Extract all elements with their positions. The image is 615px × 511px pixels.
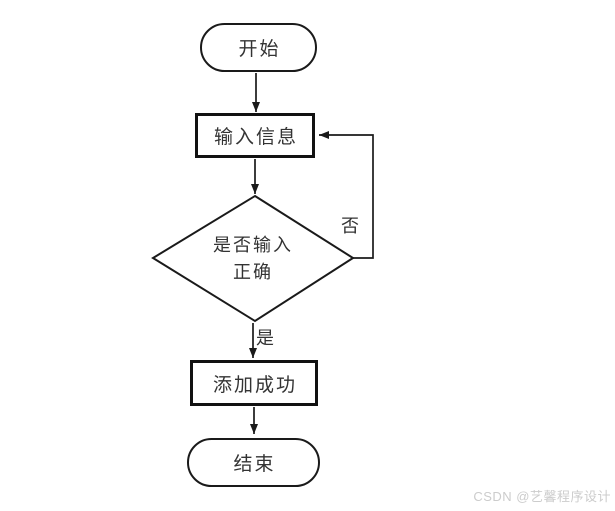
success-node-label: 添加成功 bbox=[212, 374, 297, 396]
end-node-label: 结束 bbox=[233, 454, 276, 475]
start-node-label: 开始 bbox=[238, 39, 281, 60]
no-edge-label: 否 bbox=[341, 216, 359, 236]
yes-edge-label: 是 bbox=[256, 328, 274, 348]
start-node: 开始 bbox=[200, 23, 317, 72]
input-node-label: 输入信息 bbox=[213, 127, 298, 148]
arrow-no-loopback bbox=[319, 131, 374, 259]
end-node: 结束 bbox=[187, 438, 320, 487]
csdn-watermark: CSDN @艺馨程序设计 bbox=[473, 489, 611, 504]
success-node: 添加成功 bbox=[190, 360, 318, 406]
decision-diamond bbox=[151, 194, 355, 323]
input-node: 输入信息 bbox=[195, 113, 315, 158]
